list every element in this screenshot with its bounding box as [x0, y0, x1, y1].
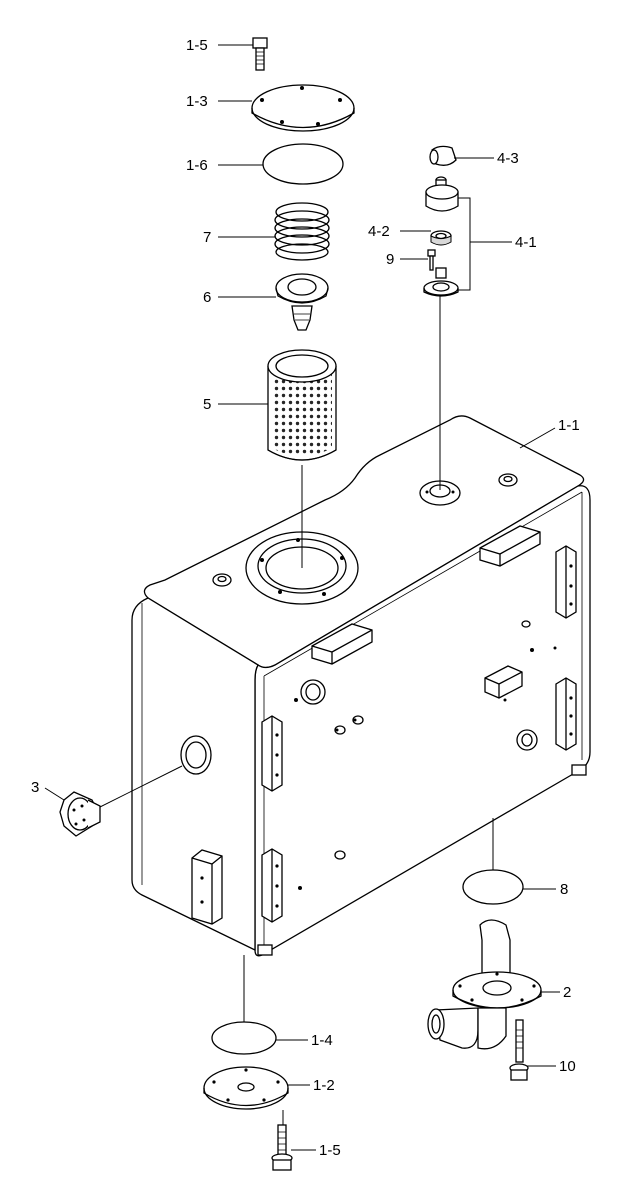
label-9: 9	[386, 251, 394, 268]
label-1-6: 1-6	[186, 157, 208, 174]
label-1-4: 1-4	[311, 1032, 333, 1049]
bolt-pipe	[509, 1019, 529, 1081]
label-4-1: 4-1	[515, 234, 537, 251]
label-1-1: 1-1	[558, 417, 580, 434]
label-6: 6	[203, 289, 211, 306]
tank-body	[131, 415, 591, 957]
side-plug	[59, 791, 101, 837]
label-7: 7	[203, 229, 211, 246]
gasket-top	[262, 143, 344, 185]
leader-lines	[44, 44, 560, 1151]
label-8: 8	[560, 881, 568, 898]
breather-cap	[429, 145, 457, 166]
label-1-2: 1-2	[313, 1077, 335, 1094]
label-3: 3	[31, 779, 39, 796]
strainer-head	[275, 273, 329, 331]
label-5: 5	[203, 396, 211, 413]
label-4-2: 4-2	[368, 223, 390, 240]
suction-pipe	[427, 919, 542, 1050]
bottom-cover	[203, 1066, 289, 1110]
top-cover	[251, 84, 355, 132]
label-1-5-bottom: 1-5	[319, 1142, 341, 1159]
bolt-bottom	[271, 1124, 293, 1171]
explosion-lines	[89, 296, 494, 1125]
breather-assembly	[423, 176, 459, 297]
spring	[274, 202, 330, 261]
gasket-pipe	[462, 869, 524, 905]
label-10: 10	[559, 1058, 576, 1075]
label-4-3: 4-3	[497, 150, 519, 167]
label-1-5-top: 1-5	[186, 37, 208, 54]
label-2: 2	[563, 984, 571, 1001]
bolt-top	[252, 37, 268, 71]
gasket-bottom	[211, 1021, 277, 1055]
part-labels: 1-5 1-3 1-6 7 6 5 4-3 4-2 4-1 9 1-1 3 8 …	[31, 37, 580, 1159]
strainer-element	[267, 349, 337, 461]
label-1-3: 1-3	[186, 93, 208, 110]
